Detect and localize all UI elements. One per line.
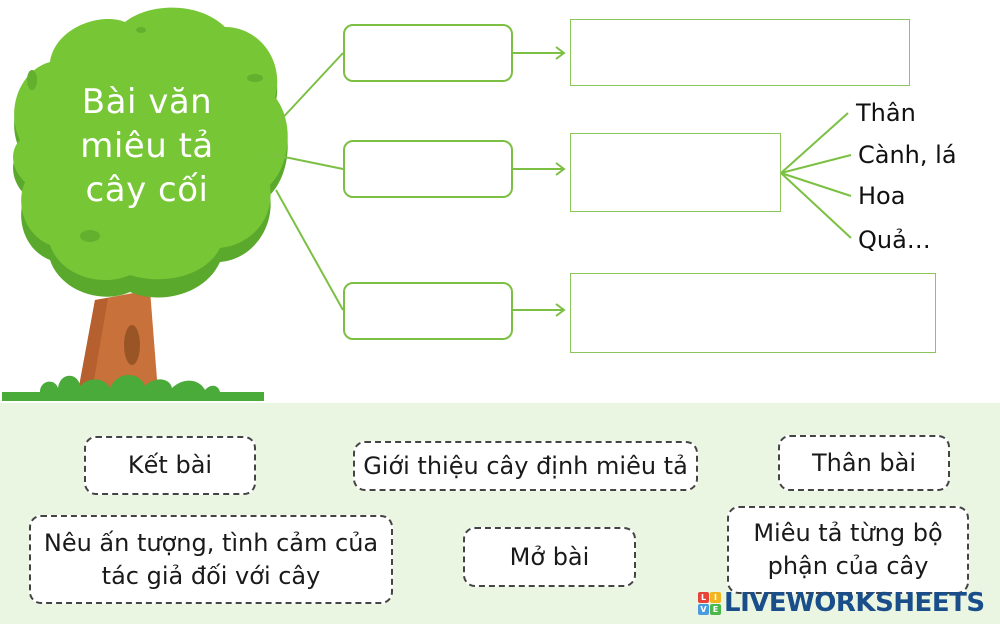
logo-letter: I xyxy=(710,591,721,603)
liveworksheets-brand: L I V E LIVEWORKSHEETS xyxy=(698,588,985,618)
card-mo-bai[interactable]: Mở bài xyxy=(463,527,636,587)
title-line: cây cối xyxy=(85,170,209,210)
card-gioi-thieu[interactable]: Giới thiệu cây định miêu tả xyxy=(353,441,698,491)
part-label-hoa: Hoa xyxy=(858,182,906,210)
tree-illustration xyxy=(2,7,852,401)
logo-letter: V xyxy=(698,603,709,615)
diagram-title: Bài văn miêu tả cây cối xyxy=(52,80,242,212)
card-mieu-ta[interactable]: Miêu tả từng bộ phận của cây xyxy=(727,506,969,594)
part-label-canh-la: Cành, lá xyxy=(858,141,957,169)
brand-wordmark: LIVEWORKSHEETS xyxy=(724,588,985,618)
logo-letter: L xyxy=(698,591,709,603)
card-text: Miêu tả từng bộ phận của cây xyxy=(753,519,943,580)
drop-slot-section-2[interactable] xyxy=(343,140,513,198)
card-text: Giới thiệu cây định miêu tả xyxy=(363,451,688,480)
card-text: Nêu ấn tượng, tình cảm của tác giả đối v… xyxy=(43,528,379,590)
live-logo-icon: L I V E xyxy=(698,591,721,615)
card-ket-bai[interactable]: Kết bài xyxy=(84,436,256,495)
drop-slot-description-1[interactable] xyxy=(570,19,910,86)
card-text: Thân bài xyxy=(811,448,917,477)
drop-slot-section-1[interactable] xyxy=(343,24,513,82)
drop-slot-section-3[interactable] xyxy=(343,282,513,340)
part-label-qua: Quả… xyxy=(858,226,931,254)
card-than-bai[interactable]: Thân bài xyxy=(778,435,950,491)
title-line: miêu tả xyxy=(80,126,214,166)
drop-slot-description-3[interactable] xyxy=(570,273,936,353)
card-neu-an-tuong[interactable]: Nêu ấn tượng, tình cảm của tác giả đối v… xyxy=(29,515,393,604)
part-label-than: Thân xyxy=(856,99,916,127)
title-line: Bài văn xyxy=(81,82,213,122)
logo-letter: E xyxy=(710,603,721,615)
drop-slot-description-2[interactable] xyxy=(570,133,781,212)
card-text: Kết bài xyxy=(127,451,213,479)
card-text: Mở bài xyxy=(509,542,590,571)
